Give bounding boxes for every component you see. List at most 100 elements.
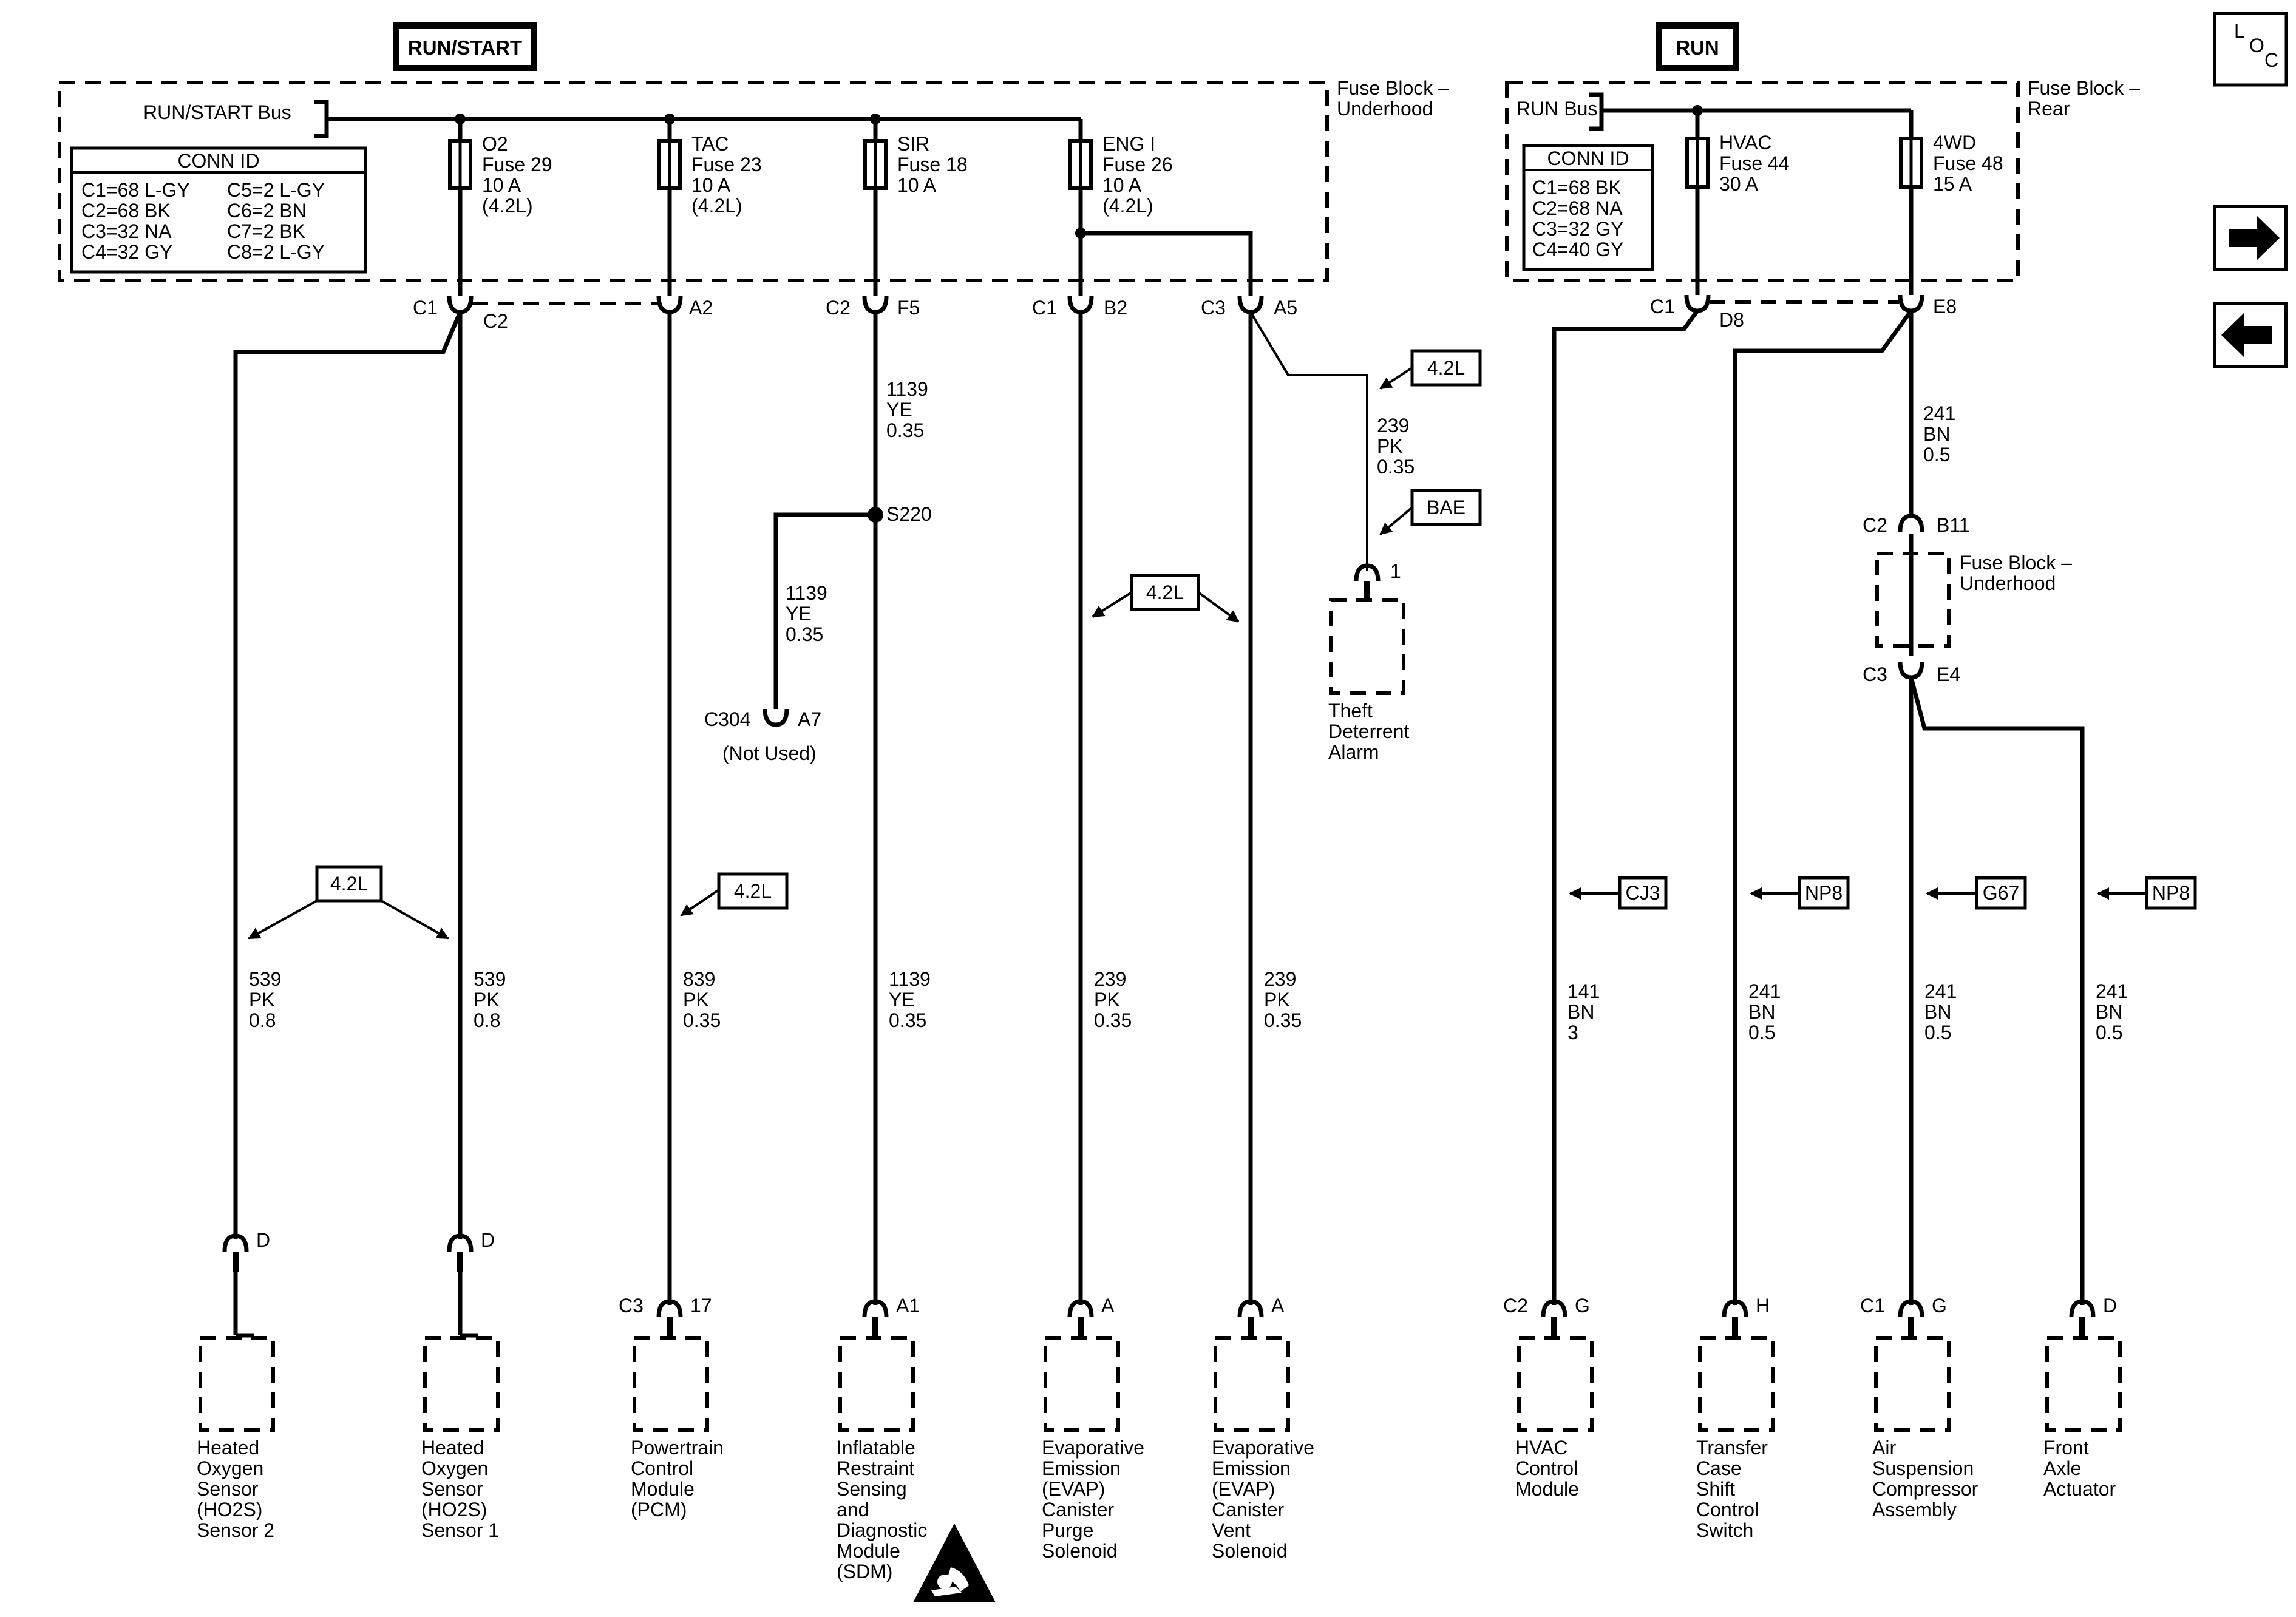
circuit-2: 839PK0.3517C3PowertrainControlModule(PCM…	[619, 968, 724, 1520]
component-label: Control	[631, 1457, 693, 1479]
component-box	[1874, 1336, 1951, 1432]
wire-label: YE	[889, 989, 915, 1011]
option-tag-hvac: CJ3	[1569, 876, 1668, 910]
component-label: (EVAP)	[1042, 1478, 1105, 1500]
wire-label: 0.35	[1264, 1009, 1302, 1031]
svg-text:0.5: 0.5	[1923, 444, 1950, 466]
svg-text:CONN ID: CONN ID	[1547, 147, 1629, 169]
pin-label: D	[256, 1229, 270, 1251]
wire-label: 0.35	[889, 1009, 926, 1031]
component-box	[1044, 1336, 1120, 1432]
pin-label: D	[2103, 1295, 2117, 1317]
pin-label: A1	[896, 1295, 920, 1317]
svg-text:1139: 1139	[786, 582, 827, 604]
svg-text:C1=68 L-GY: C1=68 L-GY	[81, 179, 190, 201]
component-label: and	[837, 1499, 869, 1520]
svg-text:E4: E4	[1937, 663, 1960, 685]
svg-text:YE: YE	[886, 399, 912, 421]
svg-text:241: 241	[1923, 402, 1955, 424]
splice-s220: S220 1139 YE 0.35 1139 YE 0.35 C304 A7 (…	[704, 378, 932, 764]
svg-text:Fuse 44: Fuse 44	[1719, 152, 1790, 174]
svg-text:O2: O2	[482, 133, 508, 155]
svg-text:A2: A2	[689, 297, 713, 319]
terminal-cup	[656, 1299, 683, 1318]
option-tag-evap: 4.2L	[1092, 574, 1240, 623]
circuit-5: 239PK0.35AEvaporativeEmission(EVAP)Canis…	[1212, 968, 1314, 1562]
run-start-header: RUN/START	[393, 22, 537, 71]
component-label: (EVAP)	[1212, 1478, 1275, 1500]
wire-evap-vent	[1248, 311, 1368, 1305]
wire-label: 1139	[889, 968, 931, 990]
svg-text:4.2L: 4.2L	[330, 873, 368, 895]
svg-text:C3: C3	[1201, 297, 1226, 319]
component-label: Inflatable	[837, 1437, 915, 1459]
svg-text:C304: C304	[704, 708, 751, 730]
component-label: Canister	[1212, 1499, 1285, 1520]
svg-text:C: C	[2264, 49, 2278, 71]
svg-text:4.2L: 4.2L	[1427, 357, 1465, 379]
component-label: Vent	[1212, 1519, 1251, 1541]
wire-label: 241	[2096, 980, 2128, 1002]
circuit-3: 1139YE0.35A1InflatableRestraintSensingan…	[837, 968, 931, 1582]
wire-label: 0.5	[1748, 1022, 1775, 1043]
wire-label: BN	[1748, 1001, 1775, 1023]
svg-text:RUN/START: RUN/START	[408, 36, 522, 59]
component-label: Compressor	[1872, 1478, 1978, 1500]
loc-button[interactable]: L O C	[2213, 12, 2288, 87]
svg-text:C3=32 GY: C3=32 GY	[1532, 218, 1623, 240]
component-label: Axle	[2043, 1457, 2081, 1479]
terminal-cup	[447, 1233, 474, 1252]
fuse-29: O2 Fuse 29 10 A (4.2L)	[448, 119, 552, 296]
svg-text:C4=32 GY: C4=32 GY	[81, 241, 172, 263]
pin-label: A	[1271, 1295, 1285, 1317]
svg-text:Alarm: Alarm	[1328, 741, 1379, 763]
component-label: Oxygen	[421, 1457, 488, 1479]
svg-text:1139: 1139	[886, 378, 928, 400]
component-label: Module	[631, 1478, 695, 1500]
svg-text:RUN: RUN	[1676, 36, 1719, 59]
arrow-left-icon[interactable]	[2213, 302, 2288, 368]
component-label: Emission	[1212, 1457, 1291, 1479]
component-label: (HO2S)	[197, 1499, 262, 1520]
component-label: Sensor 1	[421, 1519, 499, 1541]
svg-text:C3=32 NA: C3=32 NA	[81, 220, 172, 242]
wire-sdm	[763, 312, 883, 1305]
component-label: Front	[2043, 1437, 2089, 1459]
component-label: Sensing	[837, 1478, 907, 1500]
component-box	[2045, 1336, 2122, 1432]
fuse-26: ENG I Fuse 26 10 A (4.2L)	[1068, 119, 1253, 296]
connector-label: C2	[1503, 1295, 1528, 1317]
component-label: Purge	[1042, 1519, 1093, 1541]
svg-text:S220: S220	[886, 503, 932, 525]
component-label: Sensor	[197, 1478, 259, 1500]
svg-text:(4.2L): (4.2L)	[691, 195, 742, 217]
svg-text:HVAC: HVAC	[1719, 132, 1772, 154]
component-label: (SDM)	[837, 1561, 892, 1582]
wire-label: PK	[1264, 989, 1290, 1011]
svg-text:Fuse 23: Fuse 23	[691, 154, 762, 175]
svg-text:1: 1	[1390, 560, 1401, 582]
svg-text:Fuse 29: Fuse 29	[482, 154, 552, 175]
component-box	[1698, 1336, 1775, 1432]
wire-label: PK	[1094, 989, 1120, 1011]
svg-text:Fuse 26: Fuse 26	[1102, 154, 1173, 175]
svg-text:O: O	[2249, 35, 2264, 56]
svg-text:SIR: SIR	[897, 133, 929, 155]
svg-text:Rear: Rear	[2028, 98, 2070, 120]
svg-text:0.35: 0.35	[886, 419, 924, 441]
svg-text:10 A: 10 A	[482, 174, 521, 196]
wire-hvac	[1552, 309, 1699, 1305]
svg-text:C2: C2	[826, 297, 851, 319]
arrow-right-icon[interactable]	[2213, 205, 2288, 271]
wire-label: PK	[683, 989, 709, 1011]
svg-text:Fuse Block –: Fuse Block –	[2028, 77, 2140, 99]
fuse-48: 4WD Fuse 48 15 A	[1899, 110, 2003, 295]
svg-text:4.2L: 4.2L	[1146, 581, 1184, 603]
component-lead	[233, 1272, 254, 1338]
svg-text:Fuse 18: Fuse 18	[897, 154, 968, 175]
svg-text:C7=2 BK: C7=2 BK	[227, 220, 305, 242]
svg-text:PK: PK	[1377, 435, 1403, 457]
svg-text:C1=68 BK: C1=68 BK	[1532, 177, 1622, 198]
component-label: Diagnostic	[837, 1519, 927, 1541]
